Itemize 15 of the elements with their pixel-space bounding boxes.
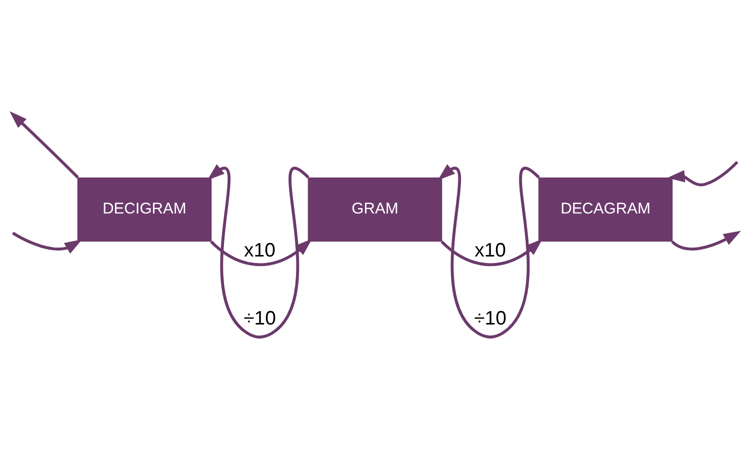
- arrow: [667, 160, 738, 186]
- edge-label: ÷10: [474, 306, 506, 329]
- arrow: [440, 238, 543, 266]
- node-box: DECAGRAM: [538, 176, 673, 242]
- arrow: [10, 110, 79, 178]
- edge-label: x10: [474, 238, 506, 261]
- arrow: [210, 238, 312, 266]
- arrow: [438, 164, 540, 338]
- node-box: GRAM: [308, 176, 442, 242]
- arrow: [12, 231, 82, 254]
- node-box: DECIGRAM: [77, 176, 212, 242]
- arrow: [207, 164, 310, 338]
- edge-label: ÷10: [244, 306, 276, 329]
- edge-label: x10: [244, 238, 276, 261]
- arrow: [671, 230, 742, 250]
